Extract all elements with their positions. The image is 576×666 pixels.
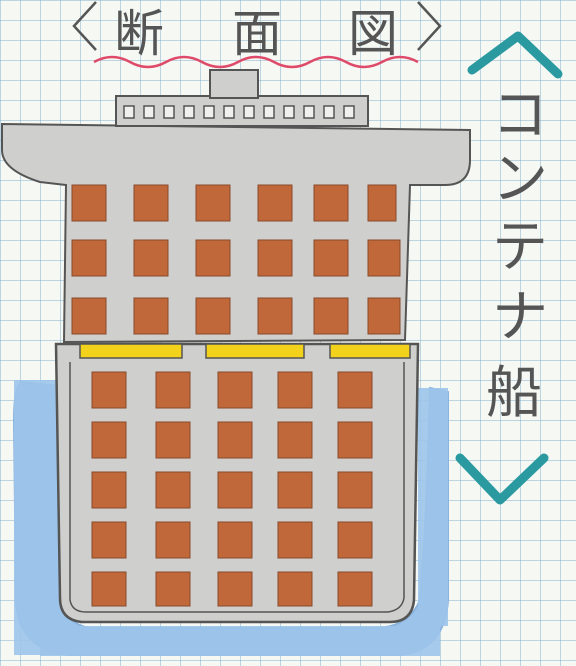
side-label-char-3: テ: [492, 215, 548, 280]
side-label-char-2: ン: [492, 147, 548, 212]
title-char-3: 図: [348, 5, 398, 63]
side-label-char-4: ナ: [492, 285, 548, 350]
deck-containers: [71, 184, 401, 335]
title-left-bracket: [72, 1, 97, 51]
up-chevron-icon: [467, 31, 563, 79]
down-chevron-icon: [455, 453, 549, 505]
title-char-2: 面: [232, 5, 282, 63]
side-label-char-5: 船: [486, 361, 542, 426]
water-left-edge: [14, 380, 62, 655]
title-right-bracket: [417, 1, 442, 51]
funnel: [209, 69, 259, 99]
hatch-covers: [79, 343, 411, 359]
hull-inner-line: [69, 362, 405, 613]
title-char-1: 断: [114, 5, 164, 63]
ship-upper-structure: [1, 122, 471, 344]
bridge-windows: [123, 105, 355, 119]
title-wavy-underline: [93, 55, 419, 69]
water-bottom: [40, 626, 440, 656]
side-label-char-1: コ: [492, 83, 548, 148]
hold-containers: [91, 371, 373, 607]
water-right-edge: [418, 388, 448, 626]
